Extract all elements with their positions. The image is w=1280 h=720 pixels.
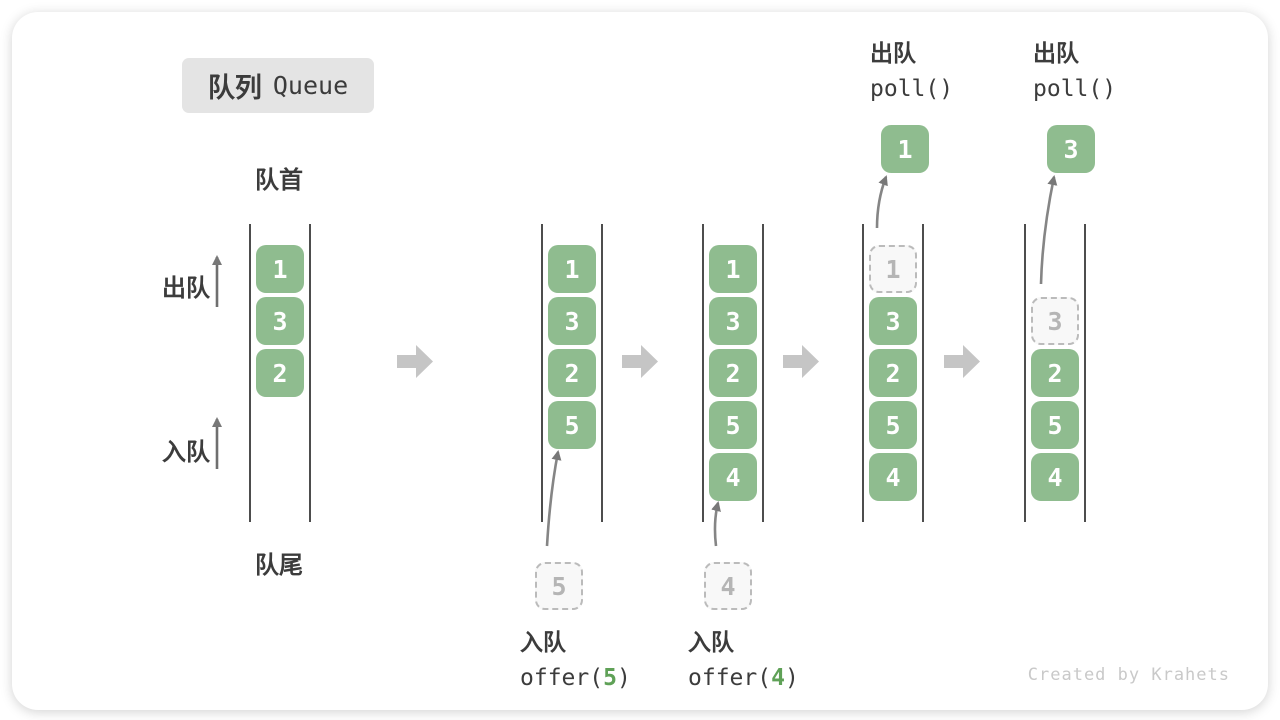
operation-name: 出队 <box>1033 41 1079 67</box>
pending-element: 5 <box>535 562 583 610</box>
title-en: Queue <box>272 71 349 100</box>
queue-cell: 5 <box>548 401 596 449</box>
code-arg: 5 <box>603 665 617 691</box>
operation-name: 入队 <box>688 630 734 656</box>
code-arg: 4 <box>771 665 785 691</box>
diagram-card: 队列 Queue 队首 队尾 出队 入队 1 3 2 1 3 2 5 5 入队 <box>12 12 1268 710</box>
queue-cell: 3 <box>548 297 596 345</box>
title-zh: 队列 <box>207 73 262 104</box>
operation-code: poll() <box>870 76 954 102</box>
queue-cell: 3 <box>709 297 757 345</box>
operation-label: 入队 offer(4) <box>688 632 799 690</box>
code-pre: offer( <box>688 665 772 691</box>
queue-cell: 4 <box>1031 453 1079 501</box>
queue-cell: 1 <box>709 245 757 293</box>
queue-cell: 2 <box>869 349 917 397</box>
queue-rail-right <box>1084 224 1086 522</box>
operation-label: 入队 offer(5) <box>520 632 631 690</box>
queue-cell: 2 <box>709 349 757 397</box>
queue-rail-left <box>702 224 704 522</box>
queue-rail-left <box>541 224 543 522</box>
queue-cell: 5 <box>1031 401 1079 449</box>
enqueue-side-label: 入队 <box>162 438 210 466</box>
polled-element: 1 <box>881 125 929 173</box>
queue-rail-right <box>922 224 924 522</box>
queue-rail-left <box>249 224 251 522</box>
pending-element: 4 <box>704 562 752 610</box>
queue-rail-right <box>762 224 764 522</box>
operation-name: 出队 <box>870 41 916 67</box>
queue-cell: 1 <box>256 245 304 293</box>
operation-label: 出队 poll() <box>870 43 953 101</box>
operation-name: 入队 <box>520 630 566 656</box>
queue-cell: 4 <box>869 453 917 501</box>
queue-cell: 3 <box>869 297 917 345</box>
code-pre: offer( <box>520 665 604 691</box>
operation-code: offer(5) <box>520 667 631 690</box>
queue-rail-right <box>601 224 603 522</box>
operation-label: 出队 poll() <box>1033 43 1116 101</box>
queue-cell: 5 <box>869 401 917 449</box>
queue-rail-left <box>1024 224 1026 522</box>
queue-cell: 2 <box>256 349 304 397</box>
queue-rail-right <box>309 224 311 522</box>
queue-cell: 1 <box>548 245 596 293</box>
queue-cell: 2 <box>1031 349 1079 397</box>
queue-cell-removed: 1 <box>869 245 917 293</box>
dequeue-side-label: 出队 <box>162 274 210 302</box>
operation-code: offer(4) <box>688 667 799 690</box>
watermark: Created by Krahets <box>1027 665 1230 685</box>
code-post: ) <box>616 665 631 691</box>
queue-cell: 5 <box>709 401 757 449</box>
queue-rear-label: 队尾 <box>255 551 303 579</box>
diagram-title: 队列 Queue <box>182 58 374 113</box>
queue-cell-removed: 3 <box>1031 297 1079 345</box>
queue-rail-left <box>862 224 864 522</box>
queue-front-label: 队首 <box>255 166 303 194</box>
code-post: ) <box>784 665 799 691</box>
polled-element: 3 <box>1047 125 1095 173</box>
queue-cell: 3 <box>256 297 304 345</box>
queue-cell: 2 <box>548 349 596 397</box>
operation-code: poll() <box>1033 76 1117 102</box>
queue-cell: 4 <box>709 453 757 501</box>
